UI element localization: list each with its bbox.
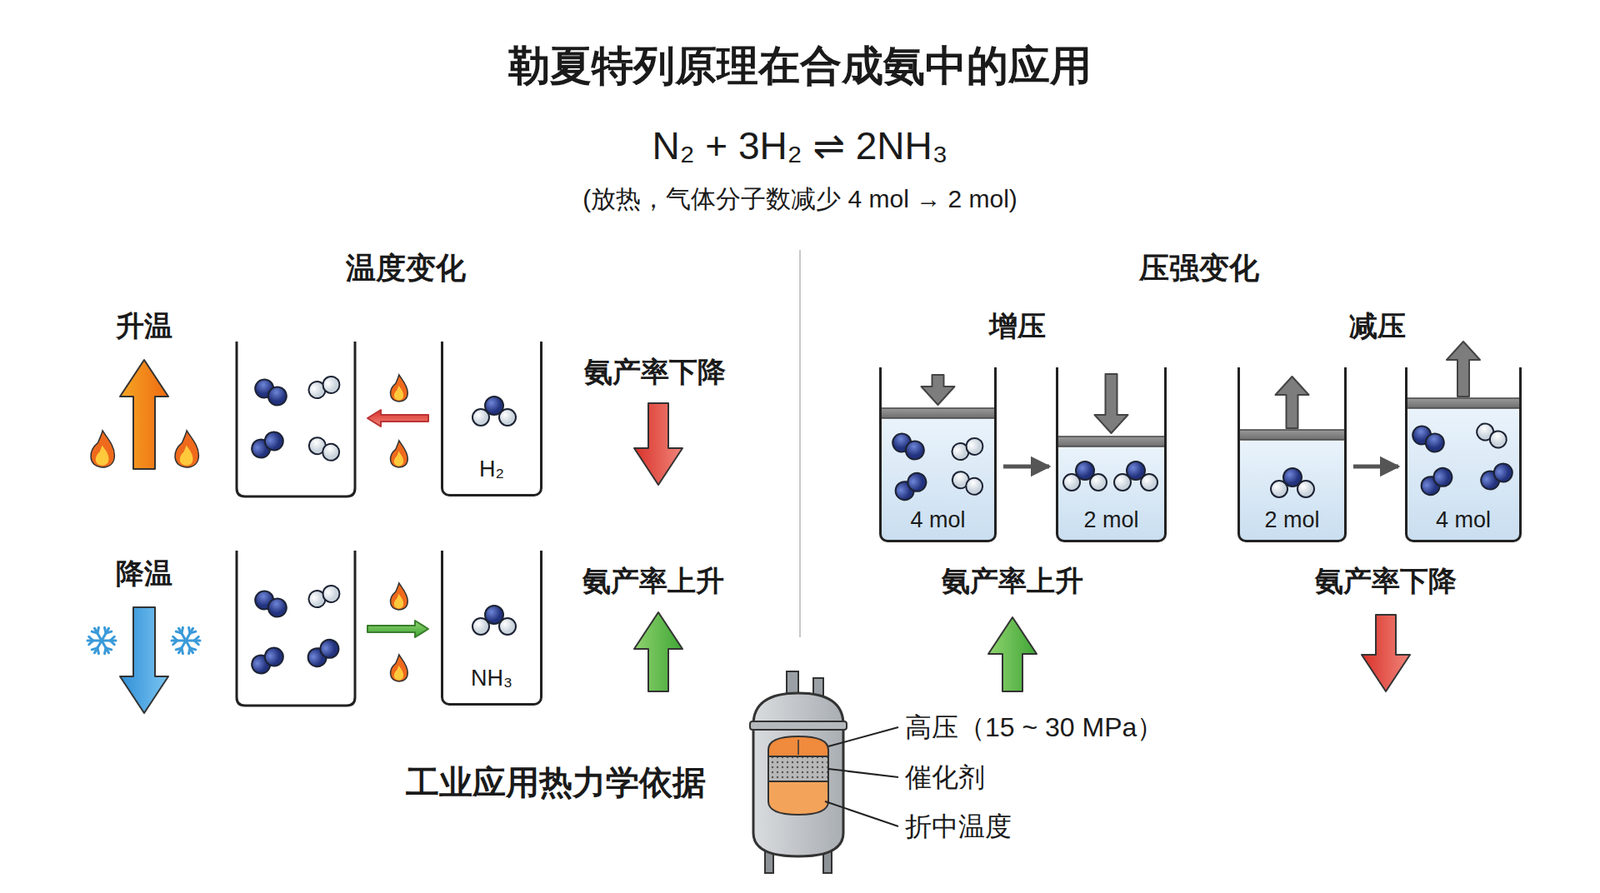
- molecule-nh3: [1063, 461, 1107, 491]
- node-text: 4 mol: [910, 508, 965, 534]
- molecule-n2: [891, 470, 930, 505]
- block-arrow: [1361, 615, 1410, 692]
- cylinder-box: 4 mol: [879, 367, 997, 543]
- leader-line: [828, 769, 899, 778]
- condition-label: 减压: [1349, 310, 1406, 343]
- result-label: 氨产率上升: [582, 565, 725, 598]
- molecule-n2: [889, 430, 928, 463]
- molecule-n2: [1477, 460, 1516, 493]
- molecule-nh3: [472, 396, 516, 426]
- piston: [880, 408, 996, 419]
- cylinder-box: 4 mol: [1405, 367, 1522, 543]
- beaker-outline: [236, 341, 355, 497]
- section-heading: 压强变化: [1139, 250, 1260, 285]
- equation: N₂ + 3H₂ ⇌ 2NH₃: [651, 124, 948, 169]
- leader-line: [828, 727, 899, 747]
- block-arrow: [634, 612, 683, 692]
- connector-arrow: [1003, 465, 1050, 470]
- flame-icon: [390, 583, 409, 610]
- block-arrow: [367, 410, 429, 427]
- flame-icon: [390, 375, 409, 402]
- section-heading: 温度变化: [345, 250, 466, 285]
- snowflake-icon: [87, 626, 116, 655]
- result-label: 氨产率上升: [941, 565, 1084, 598]
- molecule-h2: [306, 435, 343, 464]
- callout-label: 折中温度: [905, 811, 1012, 843]
- flame-icon: [90, 430, 115, 468]
- piston: [1056, 436, 1166, 447]
- node-text: 2 mol: [1083, 508, 1139, 534]
- beaker-box: NH₃: [440, 550, 543, 706]
- node-text: NH₃: [470, 666, 513, 692]
- molecule-n2: [1417, 465, 1455, 500]
- molecule-nh3: [1270, 468, 1315, 498]
- cylinder-box: 2 mol: [1055, 367, 1167, 543]
- node-text: 2 mol: [1264, 508, 1320, 534]
- molecule-h2: [950, 469, 986, 498]
- molecule-n2: [304, 636, 342, 671]
- flame-icon: [175, 430, 199, 468]
- condition-label: 升温: [115, 310, 173, 343]
- node-text: H₂: [479, 457, 505, 483]
- molecule-h2: [306, 583, 343, 610]
- result-label: 氨产率下降: [584, 355, 726, 389]
- block-arrow: [1275, 376, 1310, 429]
- footer-heading: 工业应用热力学依据: [405, 763, 706, 802]
- molecule-n2: [251, 375, 290, 409]
- subtitle: (放热，气体分子数减少 4 mol → 2 mol): [582, 185, 1018, 215]
- gas-fill: [1239, 440, 1345, 541]
- condition-label: 增压: [989, 310, 1046, 343]
- condition-label: 降温: [115, 557, 173, 590]
- molecule-h2: [1474, 420, 1510, 451]
- molecule-h2: [950, 435, 986, 463]
- block-arrow: [120, 607, 169, 714]
- gas-fill: [1406, 408, 1520, 541]
- node-text: 4 mol: [1435, 508, 1491, 534]
- block-arrow: [921, 375, 955, 405]
- molecule-n2: [248, 428, 287, 461]
- block-arrow: [1095, 374, 1129, 434]
- snowflake-icon: [171, 626, 200, 655]
- result-label: 氨产率下降: [1315, 565, 1457, 598]
- piston: [1238, 430, 1346, 440]
- block-arrow: [988, 617, 1037, 692]
- molecule-n2: [1409, 422, 1448, 455]
- block-arrow: [367, 620, 429, 638]
- divider: [799, 250, 801, 638]
- molecule-nh3: [472, 605, 516, 635]
- molecule-nh3: [1114, 461, 1158, 491]
- leader-line: [825, 801, 899, 827]
- callout-label: 高压（15 ~ 30 MPa）: [905, 712, 1164, 744]
- flame-icon: [390, 655, 409, 682]
- block-arrow: [634, 403, 683, 485]
- beaker-box: H₂: [440, 341, 543, 497]
- cylinder-box: 2 mol: [1237, 367, 1347, 543]
- piston: [1405, 398, 1521, 409]
- beaker-outline: [236, 550, 355, 706]
- block-arrow: [120, 360, 169, 470]
- gas-fill: [1057, 446, 1165, 541]
- title: 勒夏特列原理在合成氨中的应用: [508, 42, 1092, 91]
- reactor: [750, 671, 847, 874]
- gas-fill: [880, 418, 995, 541]
- flame-icon: [390, 440, 409, 468]
- block-arrow: [1446, 341, 1480, 397]
- molecule-n2: [251, 587, 290, 620]
- molecule-n2: [248, 644, 287, 677]
- molecule-h2: [306, 374, 343, 401]
- connector-arrow: [1353, 465, 1399, 470]
- callout-label: 催化剂: [905, 762, 985, 794]
